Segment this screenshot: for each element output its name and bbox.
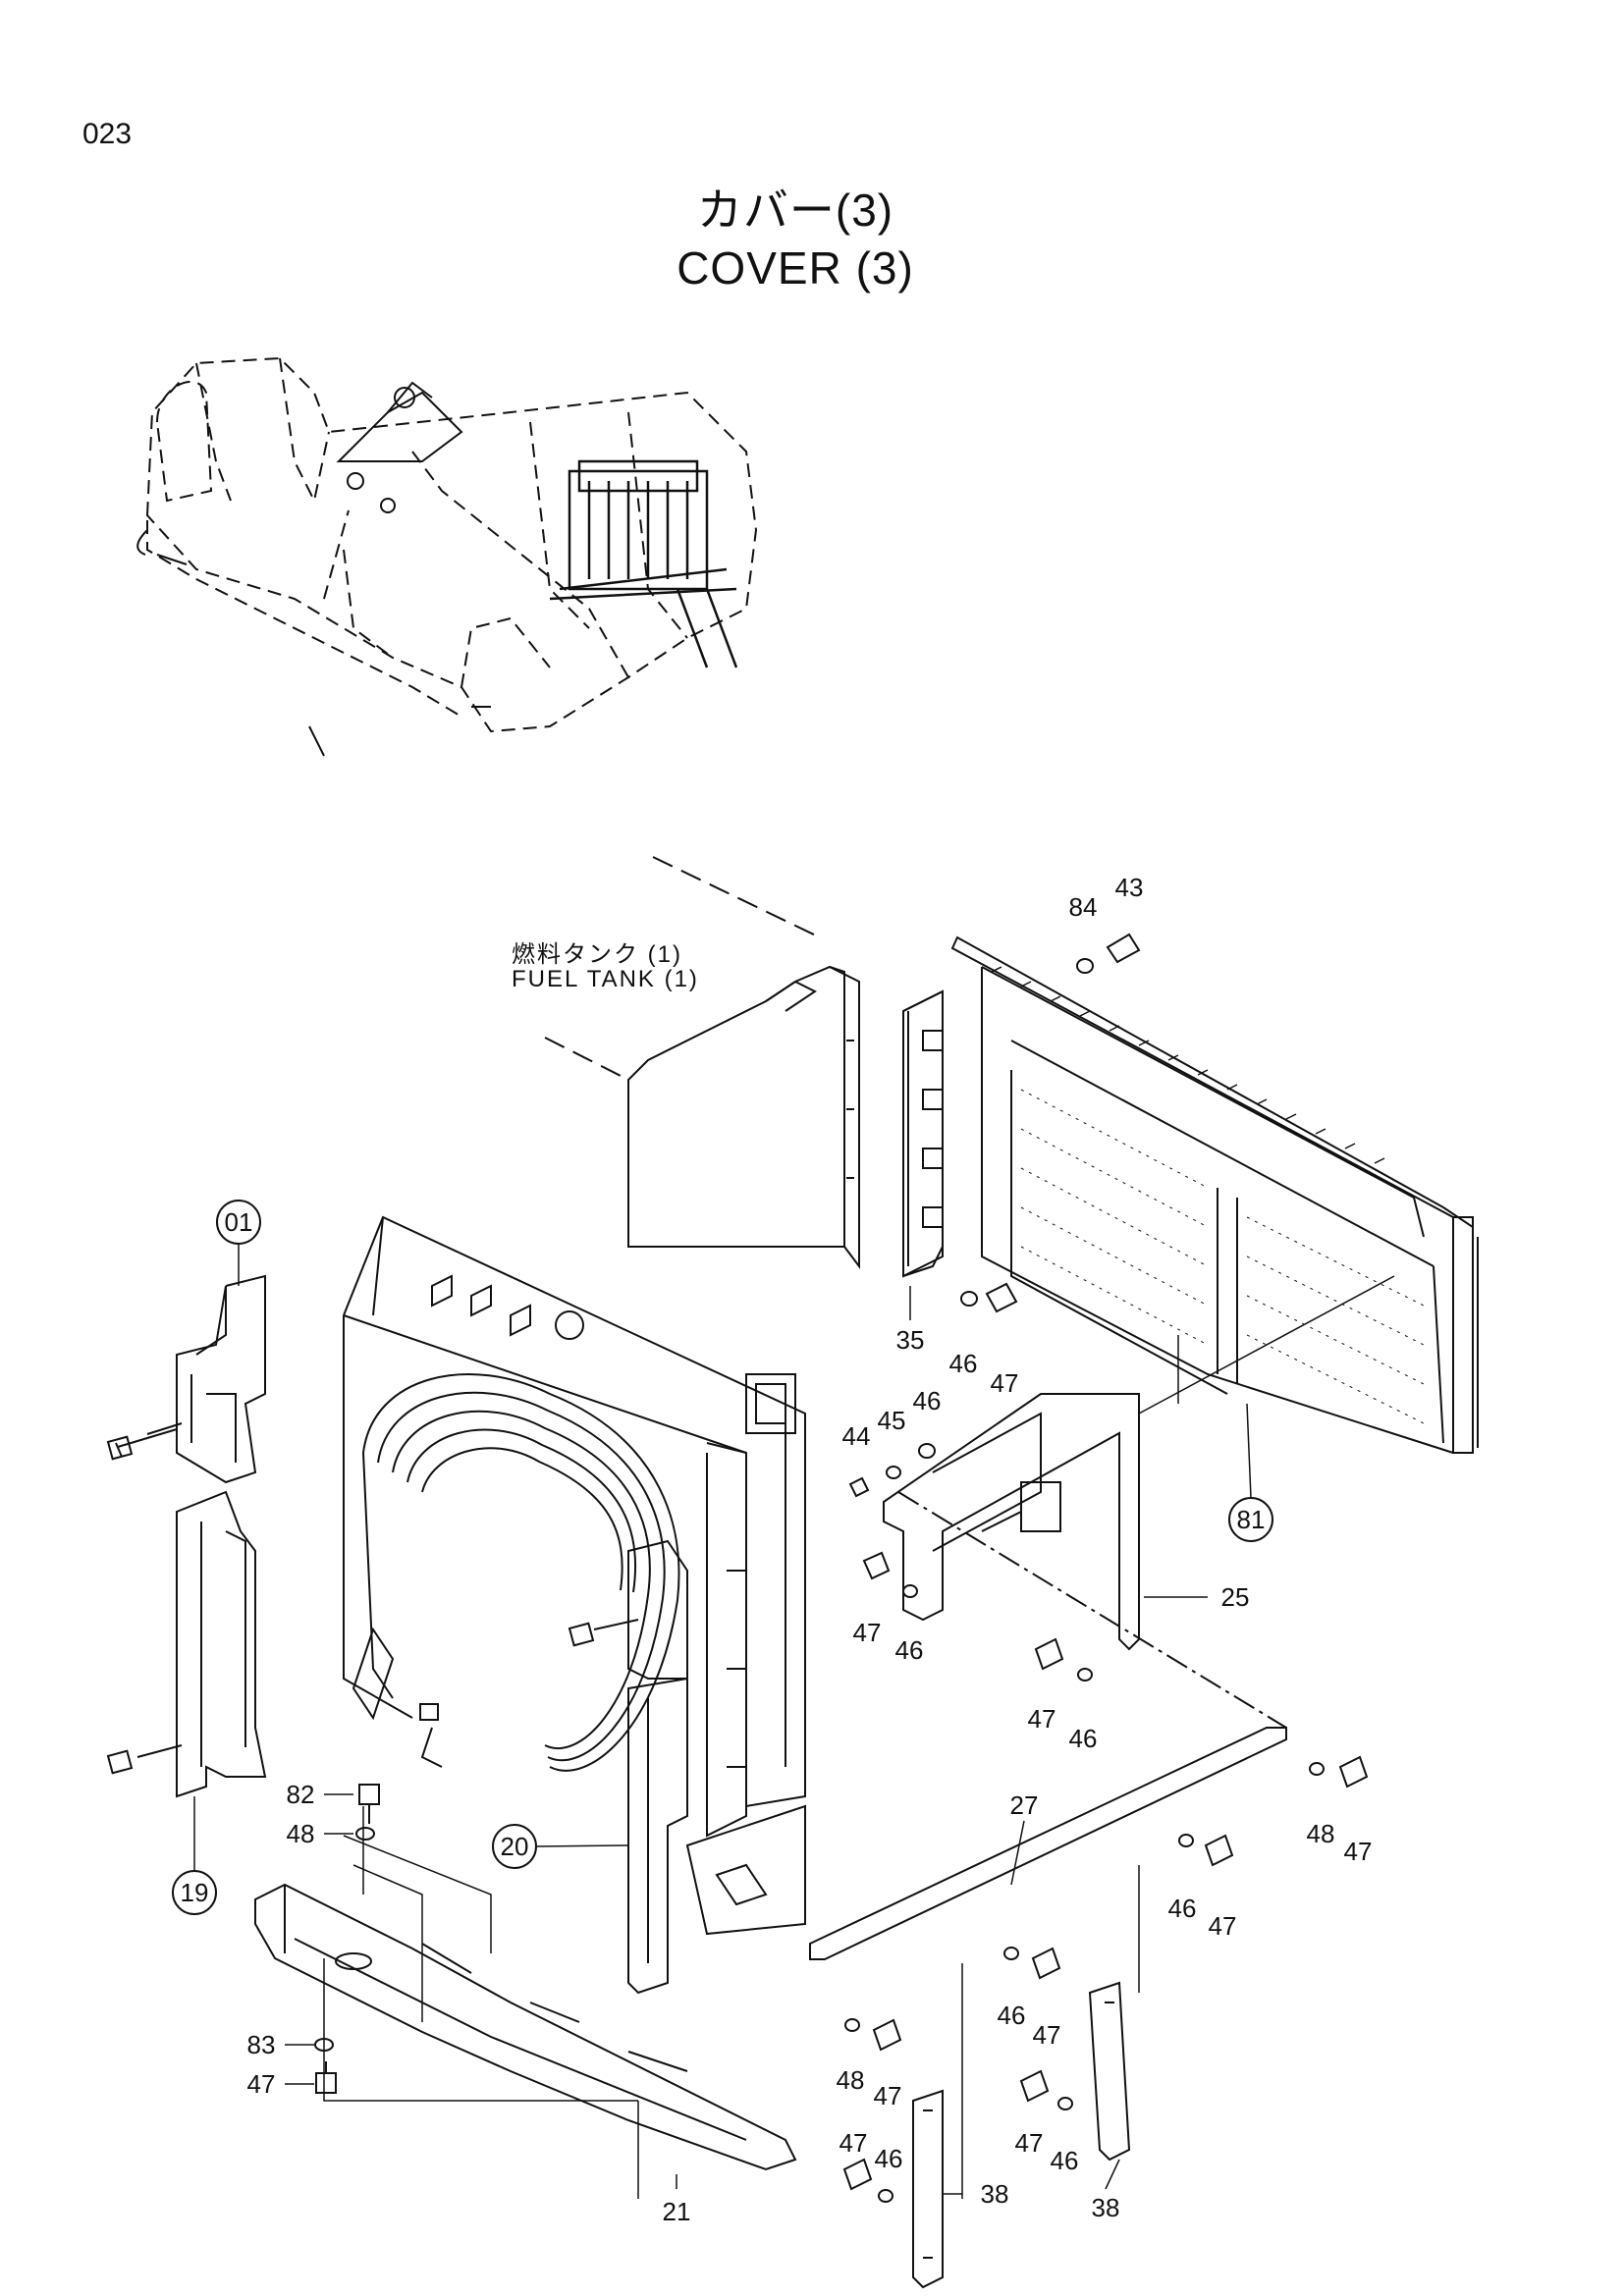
part-label-p48b: 48 [837,2065,865,2095]
part-label-p84a: 84 [1069,892,1098,922]
diagram-title-japanese: カバー(3) [696,185,894,236]
part-label-p46f: 46 [998,2001,1026,2030]
fuel-tank-dashed-outline [544,856,821,1081]
part-label-p38b: 38 [1092,2193,1120,2222]
callout-circle [492,1824,537,1869]
part-label-p46d: 46 [1069,1724,1098,1753]
part-label-p48c: 48 [287,1819,315,1848]
part-label-p47d: 47 [1344,1837,1373,1866]
lower-stay-right-38 [1088,1981,1131,2162]
mesh-texture [1020,1089,1425,1424]
fasteners [314,933,1369,2203]
part-label-p47e: 47 [1209,1911,1237,1941]
fuel-tank-reference-japanese: 燃料タンク (1) [512,941,682,968]
lower-frame-21 [254,1883,797,2171]
part-label-p47b: 47 [853,1618,882,1647]
part-label-p47h: 47 [839,2128,868,2158]
part-label-p47f: 47 [1033,2020,1061,2050]
callout-circle [1228,1497,1273,1542]
part-label-p46c: 46 [895,1635,924,1665]
mesh-cover-slots [991,966,1385,1164]
left-upper-bracket [176,1274,266,1484]
circled-label-c81: 81 [1228,1497,1273,1542]
part-label-p83: 83 [247,2030,276,2059]
part-label-p46a: 46 [949,1349,978,1378]
part-label-p46e: 46 [1168,1894,1197,1923]
machine-boom-bracket-sketch [336,381,463,513]
radiator-core [343,1215,806,1936]
vertical-channel-35 [902,989,944,1278]
callout-text: 81 [1237,1505,1266,1534]
part-label-p25: 25 [1221,1582,1250,1612]
part-label-p21: 21 [663,2197,691,2226]
part-label-p47j: 47 [247,2069,276,2099]
callout-circle [172,1870,217,1915]
lower-stay-left-38 [912,2089,944,2289]
radiator-fan-shroud [352,1373,680,1772]
part-label-p48a: 48 [1307,1819,1335,1848]
circled-assembly-callouts: 01 81 19 20 [172,1200,1273,1915]
long-cross-bar-27 [809,1727,1287,1960]
fuel-tank-reference-english: FUEL TANK (1) [512,966,699,992]
page-number: 023 [82,118,133,150]
circled-label-c19: 19 [172,1870,217,1915]
callout-text: 01 [225,1207,253,1237]
bracket-25 [883,1393,1140,1651]
callout-circle [216,1200,261,1245]
callout-text: 20 [501,1832,529,1861]
part-label-p47a: 47 [991,1368,1019,1398]
part-label-p46g: 46 [875,2144,903,2173]
dash-dot-center-line [897,1491,1287,1729]
fuel-tank-side-panel [627,965,860,1269]
part-label-p27: 27 [1010,1790,1039,1820]
left-tall-seal-panel [176,1490,267,1798]
diagram-title-english: COVER (3) [677,242,914,294]
part-label-p44: 44 [842,1421,871,1451]
part-label-p47g: 47 [874,2081,902,2110]
leader-lines [193,1244,1395,2199]
right-seal-pieces [627,1539,688,1995]
machine-overview-sketch [145,356,758,733]
part-label-p45: 45 [878,1406,906,1435]
part-number-callouts: 8443354647444546254746474627484746474647… [247,873,1373,2226]
part-label-p47i: 47 [1015,2128,1044,2158]
side-bolts [106,1422,639,1775]
part-label-p38a: 38 [981,2179,1009,2209]
part-label-p43: 43 [1115,873,1144,902]
machine-radiator-highlight [549,459,738,668]
circled-label-c20: 20 [492,1824,537,1869]
part-label-p35: 35 [896,1325,925,1355]
callout-text: 19 [181,1878,209,1907]
part-label-p46b: 46 [913,1386,942,1415]
part-label-p46h: 46 [1051,2146,1079,2175]
part-label-p82: 82 [287,1780,315,1809]
part-label-p47c: 47 [1028,1704,1056,1734]
circled-label-c01: 01 [216,1200,261,1245]
